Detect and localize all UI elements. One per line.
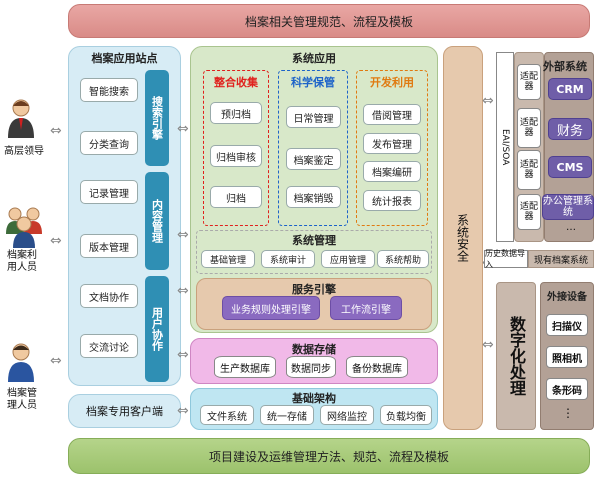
- arrow-leader: ⇔: [50, 123, 62, 139]
- infra-file-system[interactable]: 文件系统: [200, 405, 254, 425]
- actor-users-label: 档案利用人员: [7, 250, 37, 273]
- arrow-client-infra: ⇔: [177, 403, 189, 419]
- external-office[interactable]: 办公管理系统: [542, 194, 594, 220]
- mgmt-help[interactable]: 系统帮助: [377, 250, 429, 268]
- group-preservation-title: 科学保管: [291, 76, 335, 89]
- devices-more: ⋮: [562, 406, 574, 420]
- arrow-security-digital: ⇔: [482, 337, 494, 353]
- history-import-label: 历史数据导入: [485, 249, 525, 269]
- group-utilization-title: 开发利用: [370, 76, 414, 89]
- group-integrate-collect-title: 整合收集: [214, 76, 258, 89]
- actor-users-icon: [4, 204, 44, 248]
- func-daily-mgmt[interactable]: 日常管理: [286, 106, 341, 128]
- storage-title: 数据存储: [292, 343, 336, 356]
- service-engine-title: 服务引擎: [292, 283, 336, 296]
- portal-item-doc-collab[interactable]: 文档协作: [80, 284, 138, 308]
- external-crm[interactable]: CRM: [548, 78, 592, 100]
- group-preservation: [278, 70, 348, 226]
- history-import-box[interactable]: 历史数据导入: [484, 249, 528, 269]
- adapter-2[interactable]: 适配器: [517, 108, 541, 148]
- func-destroy[interactable]: 档案销毁: [286, 186, 341, 208]
- device-camera[interactable]: 照相机: [546, 346, 588, 368]
- adapter-4[interactable]: 适配器: [517, 194, 541, 230]
- func-archive[interactable]: 归档: [210, 186, 262, 208]
- arrow-portal-app: ⇔: [177, 121, 189, 137]
- digital-label: 数字化处理: [507, 316, 526, 396]
- storage-backup-db[interactable]: 备份数据库: [346, 356, 408, 378]
- tab-search-engine[interactable]: 搜索引擎: [145, 70, 169, 166]
- func-statistics[interactable]: 统计报表: [363, 190, 421, 211]
- sys-mgmt-panel: [196, 230, 432, 274]
- sys-mgmt-title: 系统管理: [292, 234, 336, 247]
- actor-managers-icon: [6, 342, 36, 384]
- infra-title: 基础架构: [292, 392, 336, 405]
- engine-workflow[interactable]: 工作流引擎: [330, 296, 402, 320]
- security-label: 系统安全: [455, 214, 470, 262]
- portal-item-version-mgmt[interactable]: 版本管理: [80, 234, 138, 258]
- mgmt-app[interactable]: 应用管理: [321, 250, 375, 268]
- top-band: 档案相关管理规范、流程及模板: [68, 4, 590, 38]
- portal-item-category-query[interactable]: 分类查询: [80, 131, 138, 155]
- arrow-users: ⇔: [50, 233, 62, 249]
- actor-managers-label: 档案管理人员: [7, 388, 37, 411]
- client-panel: 档案专用客户端: [68, 394, 181, 428]
- security-panel: 系统安全: [443, 46, 483, 430]
- infra-unified-storage[interactable]: 统一存储: [260, 405, 314, 425]
- infra-network-monitor[interactable]: 网络监控: [320, 405, 374, 425]
- arrow-managers: ⇔: [50, 353, 62, 369]
- arrow-portal-storage: ⇔: [177, 347, 189, 363]
- infra-load-balance[interactable]: 负载均衡: [380, 405, 432, 425]
- external-more: …: [566, 222, 576, 233]
- client-label: 档案专用客户端: [86, 405, 163, 418]
- func-appraisal[interactable]: 档案鉴定: [286, 148, 341, 170]
- digital-panel: 数字化处理: [496, 282, 536, 430]
- portal-item-record-mgmt[interactable]: 记录管理: [80, 180, 138, 204]
- group-utilization: [356, 70, 428, 226]
- func-pre-archive[interactable]: 预归档: [210, 102, 262, 124]
- devices-title: 外接设备: [547, 292, 587, 303]
- func-compilation[interactable]: 档案编研: [363, 161, 421, 182]
- func-borrow-mgmt[interactable]: 借阅管理: [363, 104, 421, 125]
- eai-bar: EAI/SOA: [496, 52, 514, 242]
- mgmt-basic[interactable]: 基础管理: [201, 250, 255, 268]
- external-finance[interactable]: 财务: [548, 118, 592, 140]
- actor-leader-label: 高层领导: [4, 146, 44, 157]
- existing-archive-label: 现有档案系统: [533, 255, 588, 266]
- adapter-3[interactable]: 适配器: [517, 150, 541, 190]
- tab-user-collab[interactable]: 用户协作: [145, 276, 169, 382]
- arrow-portal-service: ⇔: [177, 283, 189, 299]
- mgmt-audit[interactable]: 系统审计: [261, 250, 315, 268]
- device-barcode[interactable]: 条形码: [546, 378, 588, 400]
- portal-item-discussion[interactable]: 交流讨论: [80, 334, 138, 358]
- portal-title: 档案应用站点: [91, 52, 158, 65]
- arrow-portal-mgmt: ⇔: [177, 227, 189, 243]
- external-title: 外部系统: [543, 60, 587, 73]
- portal-item-smart-search[interactable]: 智能搜索: [80, 78, 138, 102]
- func-archive-review[interactable]: 归档审核: [210, 145, 262, 167]
- engine-business-rules[interactable]: 业务规则处理引擎: [222, 296, 320, 320]
- existing-archive-system[interactable]: 现有档案系统: [528, 250, 594, 268]
- external-cms[interactable]: CMS: [548, 156, 592, 178]
- eai-label: EAI/SOA: [500, 128, 510, 166]
- bottom-band: 项目建设及运维管理方法、规范、流程及模板: [68, 438, 590, 474]
- system-app-title: 系统应用: [292, 52, 336, 65]
- tab-content-mgmt[interactable]: 内容管理: [145, 172, 169, 270]
- adapter-1[interactable]: 适配器: [517, 64, 541, 100]
- actor-leader-icon: [6, 98, 36, 140]
- storage-production-db[interactable]: 生产数据库: [214, 356, 276, 378]
- arrow-security-eai: ⇔: [482, 93, 494, 109]
- device-scanner[interactable]: 扫描仪: [546, 314, 588, 336]
- group-integrate-collect: [203, 70, 269, 226]
- func-publish-mgmt[interactable]: 发布管理: [363, 133, 421, 154]
- storage-sync[interactable]: 数据同步: [286, 356, 336, 378]
